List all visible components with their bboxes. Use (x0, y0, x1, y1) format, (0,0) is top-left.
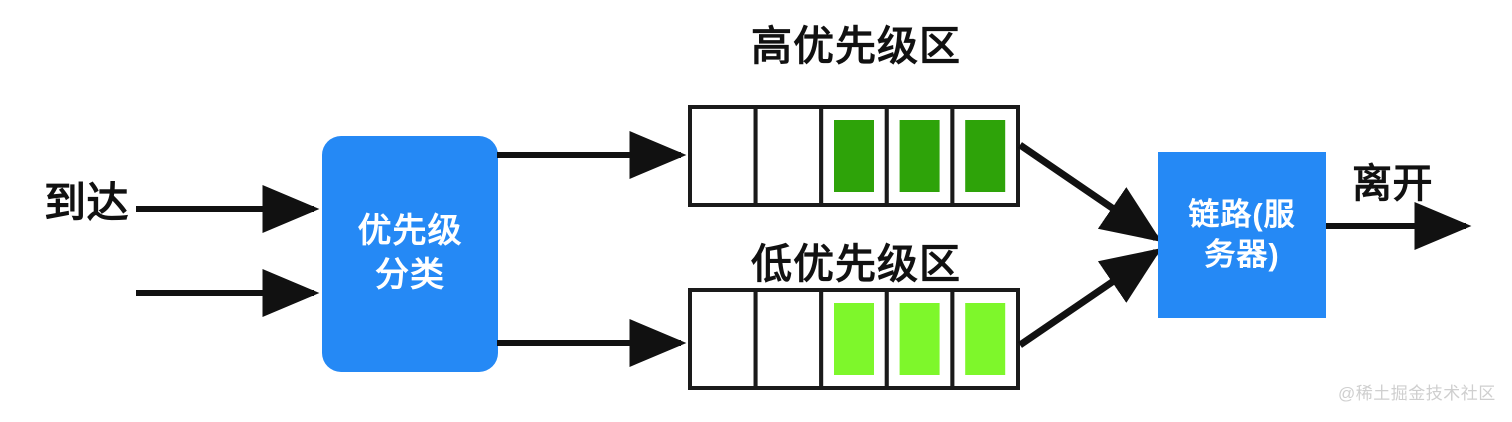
queue-item-fill (899, 303, 940, 375)
classifier-block[interactable] (322, 136, 498, 372)
queue-item-fill (899, 120, 940, 192)
high-priority-queue (688, 105, 1021, 207)
queue-item-fill (834, 303, 874, 375)
queue-cell[interactable] (753, 288, 824, 390)
server-block-label: 链路(服 务器) (1158, 152, 1326, 318)
queue-cell[interactable] (688, 288, 758, 390)
queue-item-fill (965, 120, 1006, 192)
high-priority-zone-title: 高优先级区 (751, 23, 961, 69)
queue-cell[interactable] (753, 105, 824, 207)
arrow-high-queue-to-server (1018, 142, 1162, 242)
depart-label: 离开 (1352, 162, 1433, 206)
server-label-line1: 链路(服 (1188, 197, 1296, 233)
arrive-label: 到达 (44, 179, 130, 226)
classifier-block-label: 优先级 分类 (322, 136, 498, 372)
arrow-low-queue-to-server (1018, 248, 1162, 348)
server-block[interactable] (1158, 152, 1326, 318)
queue-item-fill (834, 120, 874, 192)
server-label-line2: 务器) (1204, 237, 1280, 272)
low-priority-zone-title: 低优先级区 (751, 241, 961, 287)
watermark: @稀土掘金技术社区 (1338, 384, 1496, 403)
classifier-label-line2: 分类 (375, 256, 445, 294)
queue-item-fill (965, 303, 1006, 375)
classifier-label-line1: 优先级 (357, 212, 463, 251)
low-priority-queue (688, 288, 1021, 390)
queue-cell[interactable] (688, 105, 758, 207)
